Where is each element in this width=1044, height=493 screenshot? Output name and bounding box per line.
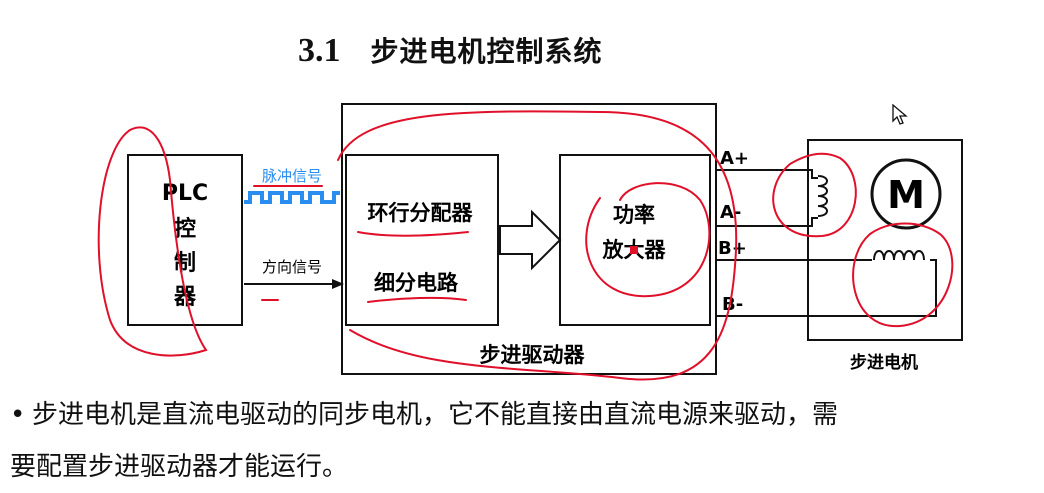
body-text-2: 要配置步进驱动器才能运行。 xyxy=(10,452,349,482)
annotation-plc-loop xyxy=(97,126,208,357)
annotation-coil-a-loop xyxy=(772,152,857,238)
motor-label: 步进电机 xyxy=(850,352,918,373)
slide-title: 3.1 步进电机控制系统 xyxy=(298,30,603,74)
motor-wires xyxy=(716,169,937,317)
power-amp-label-1: 功率 xyxy=(613,203,655,227)
terminal-b-plus: B+ xyxy=(718,238,747,259)
pulse-signal-label: 脉冲信号 xyxy=(262,167,322,185)
motor-box xyxy=(807,139,963,341)
plc-box xyxy=(127,154,243,326)
body-line-2: 要配置步进驱动器才能运行。 xyxy=(10,446,348,483)
terminal-a-plus: A+ xyxy=(720,148,749,169)
bullet: • xyxy=(10,400,26,430)
annotation-amp-loop xyxy=(585,182,711,298)
body-line-1: •步进电机是直流电驱动的同步电机，它不能直接由直流电源来驱动，需 xyxy=(10,394,838,431)
annotation-driver-loop xyxy=(337,110,738,381)
annotation-coil-b-loop xyxy=(852,222,954,328)
body-text-1: 步进电机是直流电驱动的同步电机，它不能直接由直流电源来驱动，需 xyxy=(32,400,839,430)
driver-label: 步进驱动器 xyxy=(480,343,586,367)
annotation-ring-underline xyxy=(357,231,469,237)
motor-symbol: M xyxy=(887,173,925,217)
distributor-box xyxy=(345,154,499,326)
ring-distributor-label: 环行分配器 xyxy=(368,201,474,225)
title-text: 步进电机控制系统 xyxy=(370,35,603,68)
coil-b-icon xyxy=(873,250,925,261)
coil-a-icon xyxy=(817,175,828,217)
motor-circle xyxy=(870,158,942,230)
mouse-pointer-icon xyxy=(892,104,908,125)
terminal-a-minus: A- xyxy=(720,202,741,223)
subdivision-label: 细分电路 xyxy=(374,271,459,295)
direction-arrowhead-icon xyxy=(332,279,344,289)
red-annotations xyxy=(97,110,954,381)
section-number: 3.1 xyxy=(298,32,341,69)
annotation-subdivision-underline xyxy=(367,296,467,303)
plc-label-3: 制 xyxy=(174,251,196,276)
terminal-b-minus: B- xyxy=(722,294,743,315)
plc-label-1: PLC xyxy=(162,181,208,206)
direction-signal-label: 方向信号 xyxy=(262,258,322,276)
driver-box xyxy=(341,103,717,375)
red-cursor-dot xyxy=(630,246,638,254)
hollow-arrow-icon xyxy=(499,209,562,271)
plc-label-2: 控 xyxy=(174,216,196,242)
pulse-wave-icon xyxy=(244,191,340,204)
